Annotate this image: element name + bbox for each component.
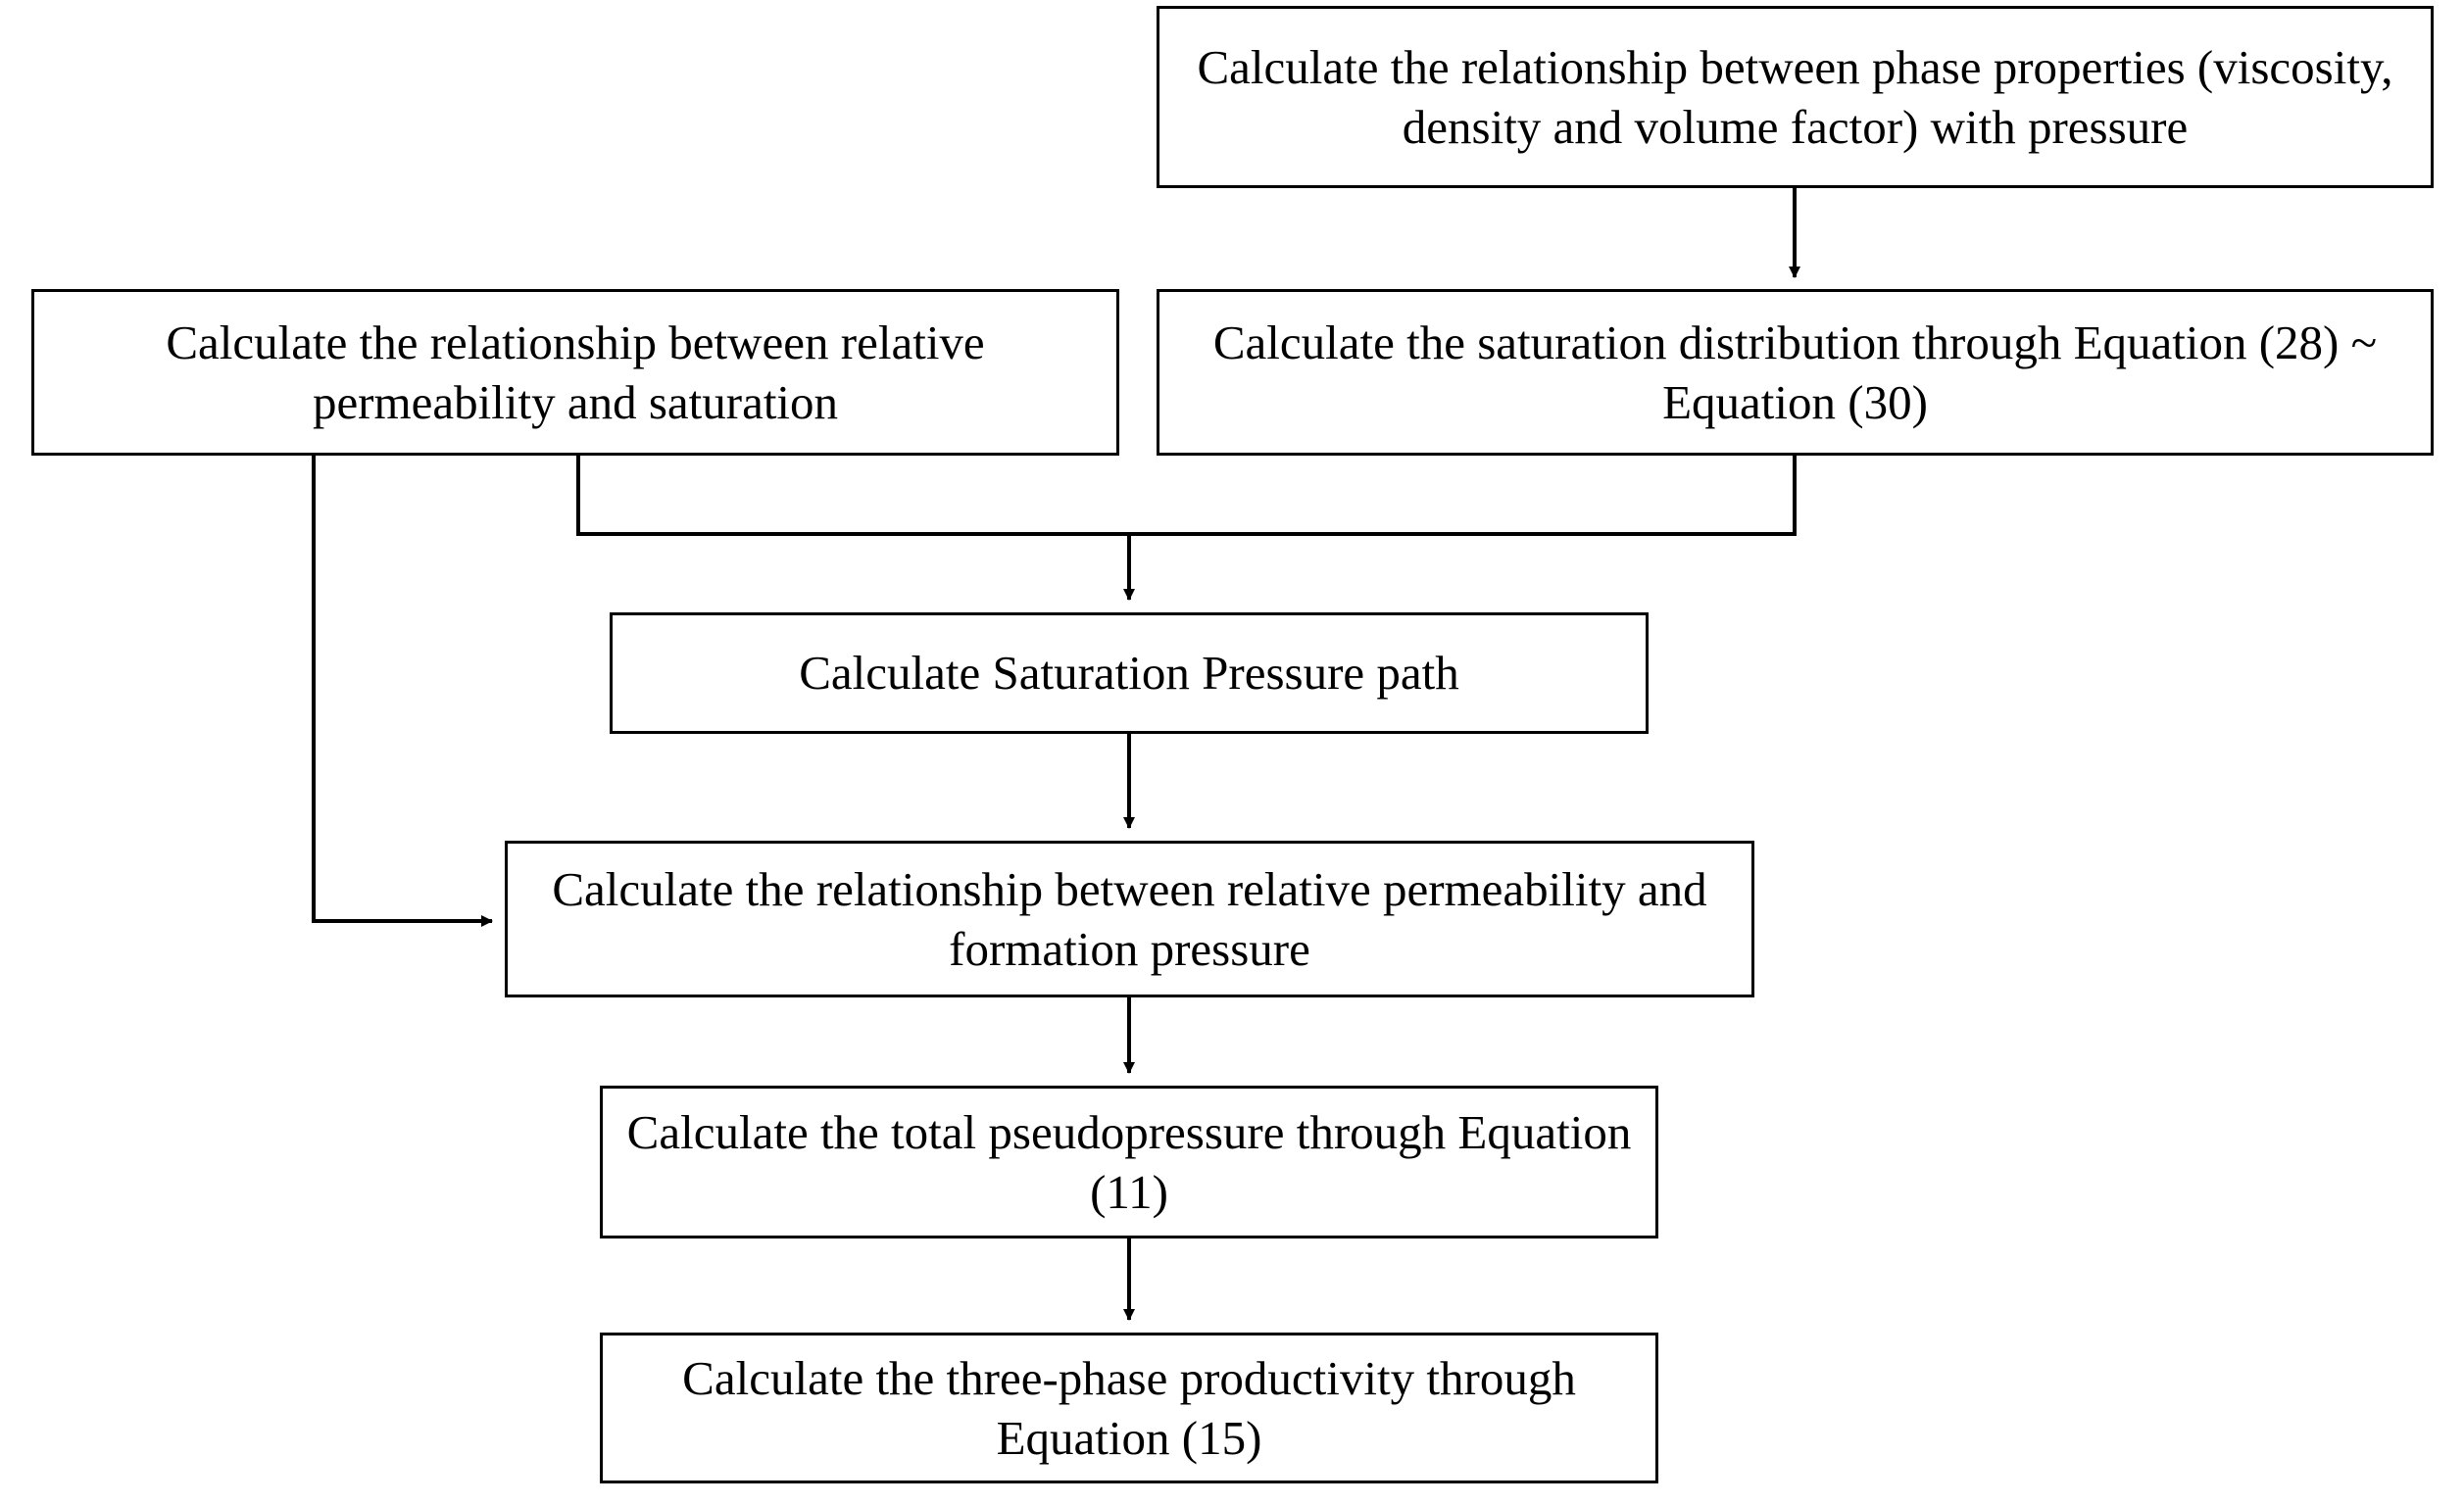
node-relative-permeability-saturation[interactable]: Calculate the relationship between relat… [31,289,1119,456]
node-three-phase-productivity[interactable]: Calculate the three-phase productivity t… [600,1333,1658,1483]
node-phase-properties[interactable]: Calculate the relationship between phase… [1157,6,2434,188]
node-label: Calculate the relationship between relat… [166,315,985,429]
node-label: Calculate the three-phase productivity t… [682,1350,1576,1465]
node-saturation-pressure-path[interactable]: Calculate Saturation Pressure path [610,612,1649,734]
node-total-pseudopressure[interactable]: Calculate the total pseudopressure throu… [600,1086,1658,1238]
node-relative-permeability-formation-pressure[interactable]: Calculate the relationship between relat… [505,841,1754,997]
edge-rel-perm-sat-to-merge-bus [576,456,1129,536]
edge-rel-perm-sat-to-rel-perm-pres [312,456,493,927]
node-label: Calculate the relationship between relat… [552,861,1707,976]
edge-sat-dist-to-sat-press [1123,456,1797,601]
node-label: Calculate Saturation Pressure path [799,646,1459,701]
node-label: Calculate the total pseudopressure throu… [626,1104,1632,1219]
node-label: Calculate the saturation distribution th… [1212,315,2378,429]
node-saturation-distribution[interactable]: Calculate the saturation distribution th… [1157,289,2434,456]
node-label: Calculate the relationship between phase… [1197,39,2393,154]
